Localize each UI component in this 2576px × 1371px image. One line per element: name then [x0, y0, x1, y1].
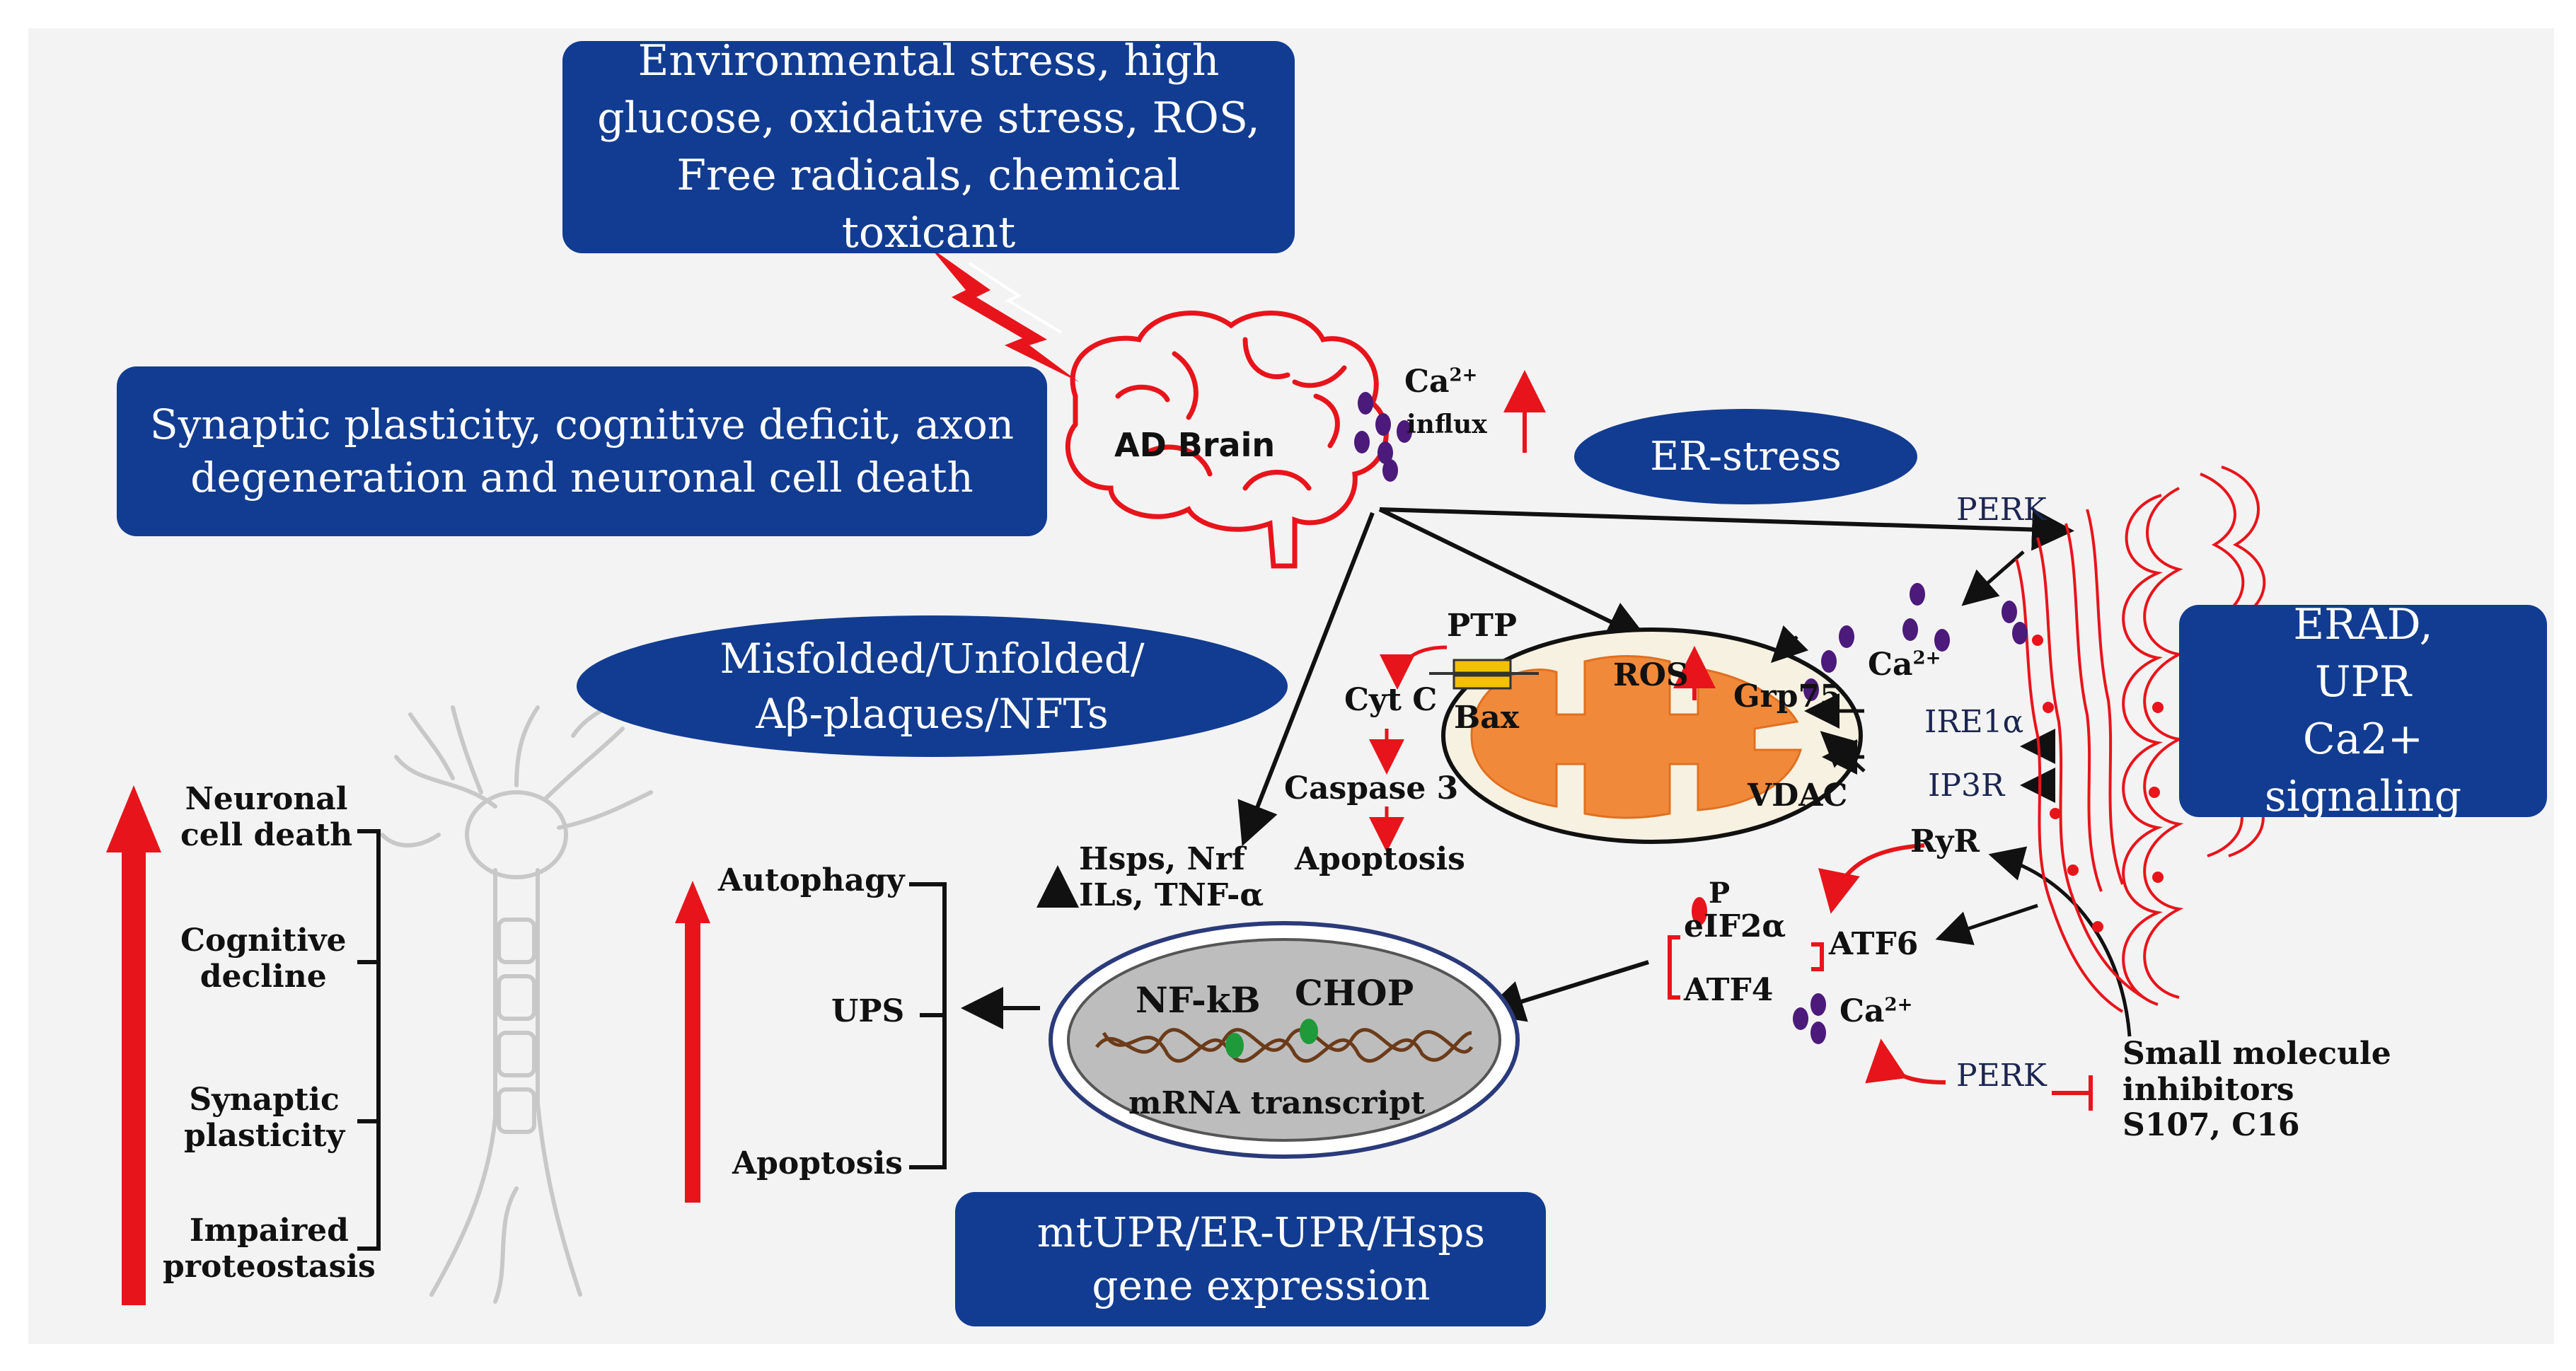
er-receptor-arrows: [1935, 550, 2132, 1037]
ros-label: ROS: [1613, 657, 1689, 693]
ptp-channel-icon: [1429, 659, 1539, 690]
neuron-icon: [380, 698, 653, 1304]
misfolded-ellipse: Misfolded/Unfolded/ Aβ-plaques/NFTs: [577, 615, 1288, 757]
er-red-arrows: [1668, 843, 2093, 1111]
calcium-signal-arrows: [1036, 507, 2074, 1022]
bax-label: Bax: [1454, 700, 1519, 736]
erad-upr-box: ERAD, UPR Ca2+ signaling: [2179, 600, 2547, 821]
responses-bracket: [909, 882, 947, 1169]
calcium-mito-label: Ca2+: [1868, 647, 1941, 683]
eif2-label: eIF2α: [1684, 908, 1786, 944]
stress-factors-box: Environmental stress, high glucose, oxid…: [562, 36, 1295, 258]
ryr-label: RyR: [1910, 823, 1980, 860]
nucleus-icon: [1049, 921, 1520, 1159]
outcomes-box: Synaptic plasticity, cognitive deficit, …: [117, 366, 1047, 536]
inhibitors-label: Small molecule inhibitors S107, C16: [2122, 1036, 2391, 1144]
consequence-item: Neuronal cell death: [180, 781, 353, 853]
vdac-label: VDAC: [1748, 777, 1848, 814]
apoptosis-response-label: Apoptosis: [732, 1145, 903, 1181]
er-stress-ellipse: ER-stress: [1574, 409, 1917, 504]
nfkb-label: NF-kB: [1136, 979, 1261, 1021]
cyt-c-label: Cyt C: [1344, 682, 1438, 718]
ptp-label: PTP: [1447, 608, 1517, 644]
caspase-label: Caspase 3: [1284, 770, 1459, 806]
er-ribosome-dots: [2032, 635, 2217, 932]
consequence-item: Impaired proteostasis: [163, 1213, 376, 1285]
atf4-label: ATF4: [1684, 972, 1774, 1008]
mitochondrion-icon: [1441, 627, 1863, 844]
consequences-bracket: [357, 829, 381, 1251]
perk-top-label: PERK: [1956, 492, 2047, 528]
calcium-influx-label: Ca2+: [1404, 364, 1478, 400]
gene-expression-box: mtUPR/ER-UPR/Hsps gene expression: [955, 1192, 1546, 1326]
consequence-item: Synaptic plasticity: [184, 1082, 345, 1154]
increase-small-arrows: [1503, 370, 1716, 700]
perk-bottom-label: PERK: [1956, 1058, 2047, 1094]
grp75-label: Grp75: [1733, 678, 1842, 715]
apoptosis-cascade-arrows: [1369, 645, 1448, 852]
chop-label: CHOP: [1295, 972, 1414, 1014]
hsps-label: Hsps, Nrf ILs, TNF-α: [1079, 841, 1264, 913]
mrna-label: mRNA transcript: [1128, 1085, 1426, 1121]
phospho-label: P: [1709, 877, 1731, 910]
brain-label: AD Brain: [1114, 426, 1276, 464]
calcium-ion-dots: [1354, 392, 2028, 1044]
apoptosis-mito-label: Apoptosis: [1295, 841, 1465, 877]
ups-label: UPS: [831, 993, 905, 1029]
increase-arrow-middle: [675, 881, 710, 1203]
phospho-icon: [1692, 897, 1707, 925]
consequence-item: Cognitive decline: [180, 922, 347, 995]
lightning-icon: [930, 248, 1079, 382]
ire1-label: IRE1α: [1924, 704, 2024, 740]
atf6-label: ATF6: [1829, 926, 1919, 962]
calcium-er-label: Ca2+: [1839, 993, 1913, 1029]
influx-label: influx: [1407, 410, 1487, 439]
autophagy-label: Autophagy: [718, 862, 905, 898]
ip3r-label: IP3R: [1928, 768, 2005, 804]
mito-arrows: [1770, 625, 1866, 775]
increase-arrow-left: [106, 785, 161, 1305]
